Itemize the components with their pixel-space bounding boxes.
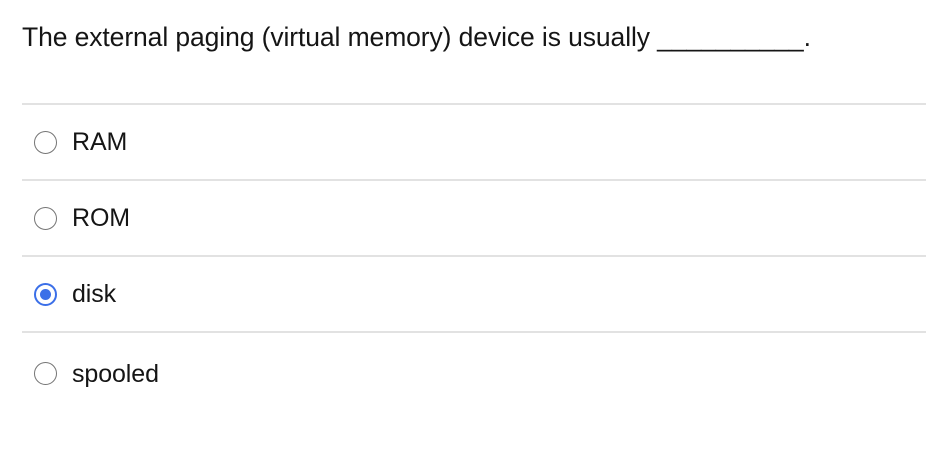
option-label-disk: disk	[72, 280, 117, 308]
option-label-rom: ROM	[72, 204, 131, 232]
answer-options-list: RAM ROM disk spooled	[0, 103, 948, 414]
option-label-spooled: spooled	[72, 359, 159, 388]
option-label-ram: RAM	[72, 128, 128, 156]
option-row-ram[interactable]: RAM	[22, 103, 926, 179]
option-row-spooled[interactable]: spooled	[22, 331, 926, 414]
radio-unchecked-icon[interactable]	[34, 130, 57, 154]
radio-unchecked-icon[interactable]	[34, 206, 57, 230]
radio-unchecked-icon[interactable]	[34, 362, 57, 385]
radio-checked-icon[interactable]	[34, 282, 57, 306]
option-row-disk[interactable]: disk	[22, 255, 926, 331]
option-row-rom[interactable]: ROM	[22, 179, 926, 255]
question-prompt: The external paging (virtual memory) dev…	[22, 22, 811, 52]
